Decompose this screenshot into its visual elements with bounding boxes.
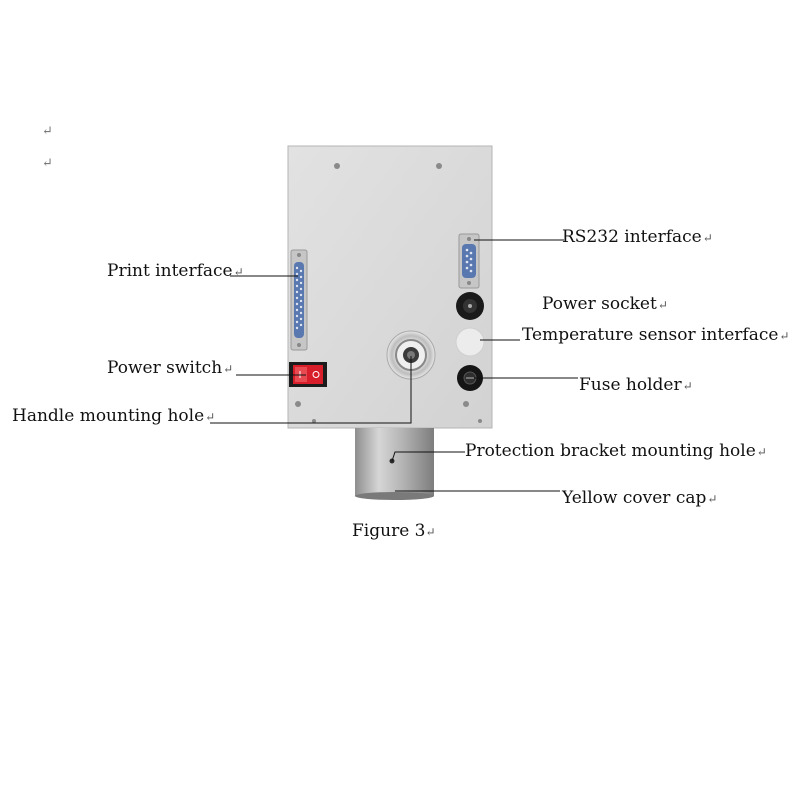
label-yellow-cover-cap: Yellow cover cap↵ [562, 488, 718, 508]
label-rs232-interface: RS232 interface↵ [562, 227, 713, 247]
panel-screws [295, 163, 482, 423]
print-interface-connector [290, 249, 308, 351]
bottom-cylinder [355, 428, 434, 500]
paragraph-mark: ↵ [42, 124, 53, 139]
label-temperature-sensor-interface: Temperature sensor interface↵ [522, 325, 790, 345]
leader-bracket [391, 451, 465, 462]
fuse-holder [457, 365, 483, 391]
power-socket [456, 292, 484, 320]
label-handle-mounting-hole: Handle mounting hole↵ [12, 406, 216, 426]
handle-mounting-hole [386, 330, 436, 380]
label-print-interface: Print interface↵ [107, 261, 244, 281]
figure-caption: Figure 3↵ [352, 521, 436, 541]
leader-handle [210, 356, 412, 424]
label-protection-bracket-mounting-hole: Protection bracket mounting hole↵ [465, 441, 767, 461]
label-power-socket: Power socket↵ [542, 294, 668, 314]
temperature-sensor-port [455, 327, 485, 357]
label-fuse-holder: Fuse holder↵ [579, 375, 693, 395]
label-power-switch: Power switch↵ [107, 358, 234, 378]
leader-lines [210, 239, 578, 492]
paragraph-mark: ↵ [42, 156, 53, 171]
rs232-connector [458, 233, 480, 289]
